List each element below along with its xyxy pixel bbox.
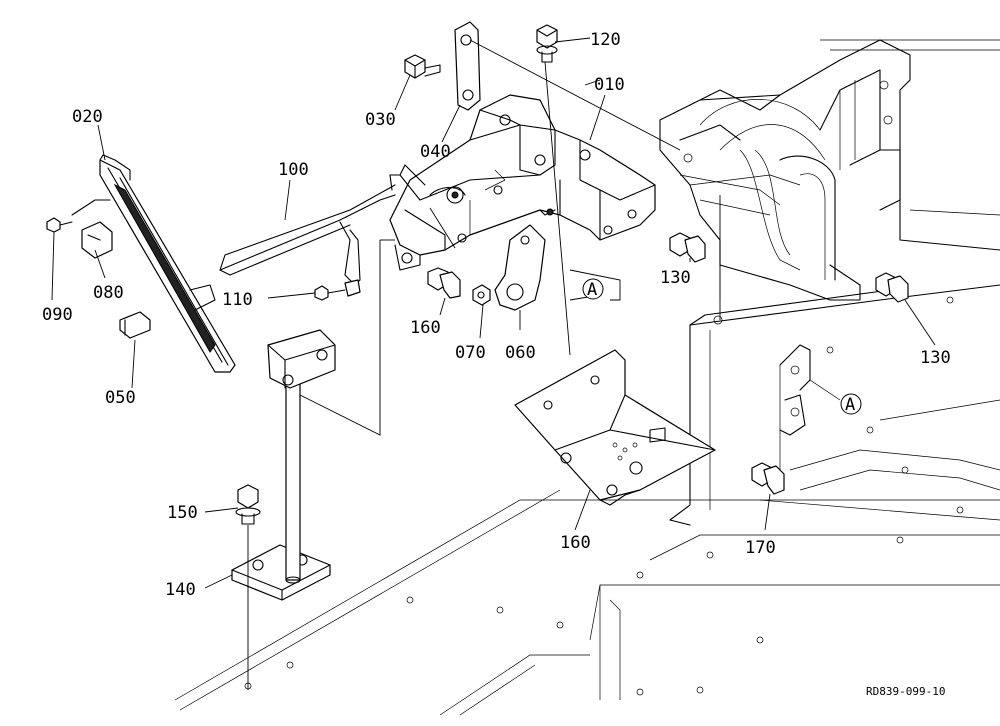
callout-030: 030 bbox=[365, 110, 396, 130]
bolt-030 bbox=[404, 54, 441, 79]
callout-080: 080 bbox=[93, 283, 124, 303]
bolt-170 bbox=[751, 462, 785, 495]
callout-120: 120 bbox=[590, 30, 621, 50]
callout-100: 100 bbox=[278, 160, 309, 180]
callout-labels: 010 020 030 040 050 060 070 080 090 100 … bbox=[42, 30, 951, 600]
callout-020: 020 bbox=[72, 107, 103, 127]
rod-100 bbox=[219, 184, 396, 286]
callout-130-right: 130 bbox=[920, 348, 951, 368]
callout-090: 090 bbox=[42, 305, 73, 325]
arm-060 bbox=[494, 208, 554, 311]
callout-040: 040 bbox=[420, 142, 451, 162]
nut-070 bbox=[472, 284, 491, 306]
reference-mark-a-left-text: A bbox=[587, 280, 597, 300]
bolt-130-right bbox=[875, 272, 909, 303]
transmission-housing bbox=[659, 39, 1000, 301]
reference-mark-a-left: A bbox=[582, 278, 604, 300]
callout-170: 170 bbox=[745, 538, 776, 558]
callout-110: 110 bbox=[222, 290, 253, 310]
bolt-050 bbox=[119, 311, 151, 339]
callout-060: 060 bbox=[505, 343, 536, 363]
callout-070: 070 bbox=[455, 343, 486, 363]
bolt-090 bbox=[46, 217, 73, 233]
switch-080 bbox=[71, 199, 113, 259]
bolt-130-left bbox=[669, 232, 706, 263]
callout-010: 010 bbox=[594, 75, 625, 95]
callout-050: 050 bbox=[105, 388, 136, 408]
callout-160-lower: 160 bbox=[560, 533, 591, 553]
bolt-120 bbox=[536, 24, 558, 63]
link-040 bbox=[454, 21, 481, 111]
screw-110 bbox=[314, 279, 361, 301]
callout-160-upper: 160 bbox=[410, 318, 441, 338]
lower-right-bracket bbox=[669, 284, 1000, 526]
plate-020 bbox=[99, 154, 236, 373]
callout-130-left: 130 bbox=[660, 268, 691, 288]
drawing-code: RD839-099-10 bbox=[866, 685, 945, 698]
callout-140: 140 bbox=[165, 580, 196, 600]
callout-leaders bbox=[51, 37, 936, 589]
stand-140 bbox=[231, 329, 336, 601]
callout-150: 150 bbox=[167, 503, 198, 523]
bolt-160-upper bbox=[427, 267, 461, 299]
reference-mark-a-right-text: A bbox=[845, 395, 855, 415]
alignment-lines bbox=[247, 39, 721, 690]
support-plate-160 bbox=[514, 349, 716, 506]
floor-plate bbox=[174, 296, 1000, 716]
reference-mark-a-right: A bbox=[840, 393, 862, 415]
bolt-150 bbox=[235, 484, 261, 525]
